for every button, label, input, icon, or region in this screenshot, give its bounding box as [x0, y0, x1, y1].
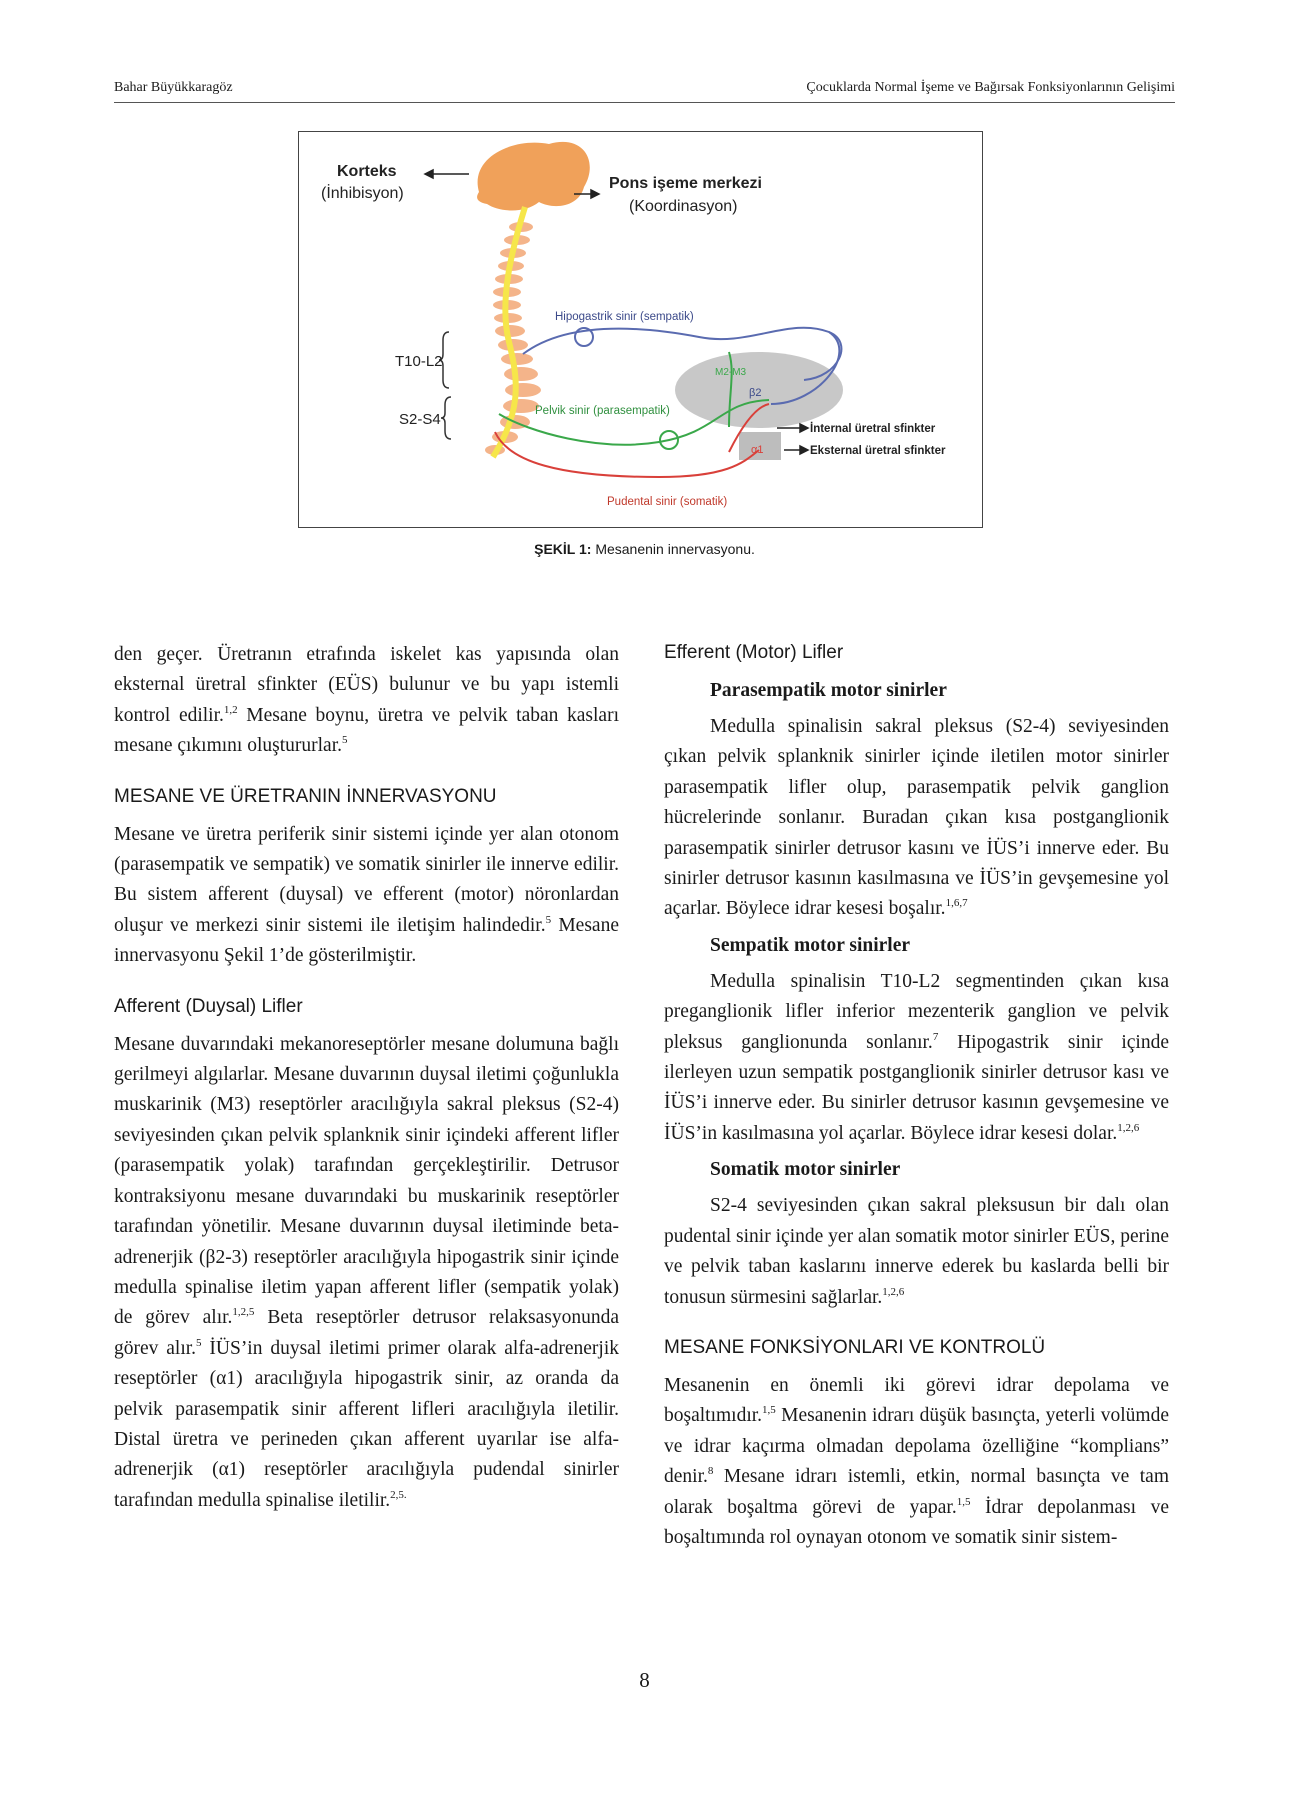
hipogastrik-branch	[770, 331, 841, 405]
label-pelvik: Pelvik sinir (parasempatik)	[535, 405, 670, 417]
caption-text: Mesanenin innervasyonu.	[591, 541, 755, 557]
pelvik-nerve	[498, 399, 770, 446]
subsection-heading: Efferent (Motor) Lifler	[664, 642, 844, 663]
hipogastrik-nerve	[522, 326, 843, 381]
left-column: den geçer. Üretranın etrafında iskelet k…	[114, 640, 619, 1516]
label-m2m3: M2-M3	[715, 367, 747, 378]
label-internal: İnternal üretral sfinkter	[810, 422, 936, 435]
paragraph: den geçer. Üretranın etrafında iskelet k…	[114, 644, 619, 757]
section-heading: MESANE VE ÜRETRANIN İNNERVASYONU	[114, 785, 497, 807]
brain-arrows	[423, 168, 601, 200]
s2-bracket	[440, 396, 452, 440]
section-heading: MESANE FONKSİYONLARI VE KONTROLÜ	[664, 1336, 1046, 1358]
paragraph: Mesane duvarındaki mekanoreseptörler mes…	[114, 1033, 620, 1511]
paragraph: Medulla spinalisin T10-L2 segmentinden ç…	[664, 970, 1169, 1144]
header-title: Çocuklarda Normal İşeme ve Bağırsak Fonk…	[806, 80, 1175, 95]
sphincter-arrows	[777, 422, 810, 456]
label-inhibisyon: (İnhibisyon)	[321, 183, 404, 202]
page-number: 8	[639, 1668, 650, 1692]
hipogastrik-ganglion	[574, 327, 594, 347]
paragraph: Medulla spinalisin sakral pleksus (S2-4)…	[664, 716, 1169, 920]
label-korteks: Korteks	[337, 163, 397, 180]
innervation-diagram: Korteks (İnhibisyon) Pons işeme merkezi …	[321, 141, 946, 508]
bladder-shape	[675, 352, 843, 428]
label-koordinasyon: (Koordinasyon)	[629, 198, 738, 215]
right-column: Efferent (Motor) Lifler Parasempatik mot…	[664, 640, 1169, 1553]
running-header: Bahar Büyükkaragöz Çocuklarda Normal İşe…	[114, 74, 1175, 103]
sphincter-box	[739, 432, 781, 460]
header-author: Bahar Büyükkaragöz	[114, 80, 233, 95]
label-t10: T10-L2	[395, 353, 443, 370]
label-a1: α1	[751, 444, 763, 456]
figure-caption: ŞEKİL 1: Mesanenin innervasyonu.	[0, 541, 1289, 557]
subsection-heading: Afferent (Duysal) Lifler	[114, 995, 303, 1017]
caption-label: ŞEKİL 1:	[534, 541, 592, 557]
spine-vertebrae	[485, 222, 541, 455]
pudental-branch	[728, 403, 770, 453]
label-eksternal: Eksternal üretral sfinkter	[810, 445, 946, 457]
bold-heading: Parasempatik motor sinirler	[710, 680, 947, 701]
paragraph: Mesane ve üretra periferik sinir sistemi…	[114, 823, 619, 967]
figure-bladder-innervation: Korteks (İnhibisyon) Pons işeme merkezi …	[298, 131, 983, 528]
label-b2: β2	[749, 387, 761, 399]
label-pons: Pons işeme merkezi	[609, 175, 762, 192]
bold-heading: Sempatik motor sinirler	[710, 934, 911, 956]
paragraph: S2-4 seviyesinden çıkan sakral pleksusun…	[664, 1195, 1169, 1308]
t10-bracket	[438, 331, 450, 389]
label-hipogastrik: Hipogastrik sinir (sempatik)	[555, 311, 694, 323]
pelvik-ganglion	[659, 430, 679, 450]
label-s2: S2-S4	[399, 411, 441, 428]
pudental-nerve	[494, 431, 760, 479]
bold-heading: Somatik motor sinirler	[710, 1159, 901, 1181]
brain-shape	[477, 141, 590, 211]
label-pudental: Pudental sinir (somatik)	[607, 496, 727, 508]
paragraph: Mesanenin en önemli iki görevi idrar dep…	[664, 1374, 1169, 1548]
pelvik-branch	[728, 351, 733, 428]
